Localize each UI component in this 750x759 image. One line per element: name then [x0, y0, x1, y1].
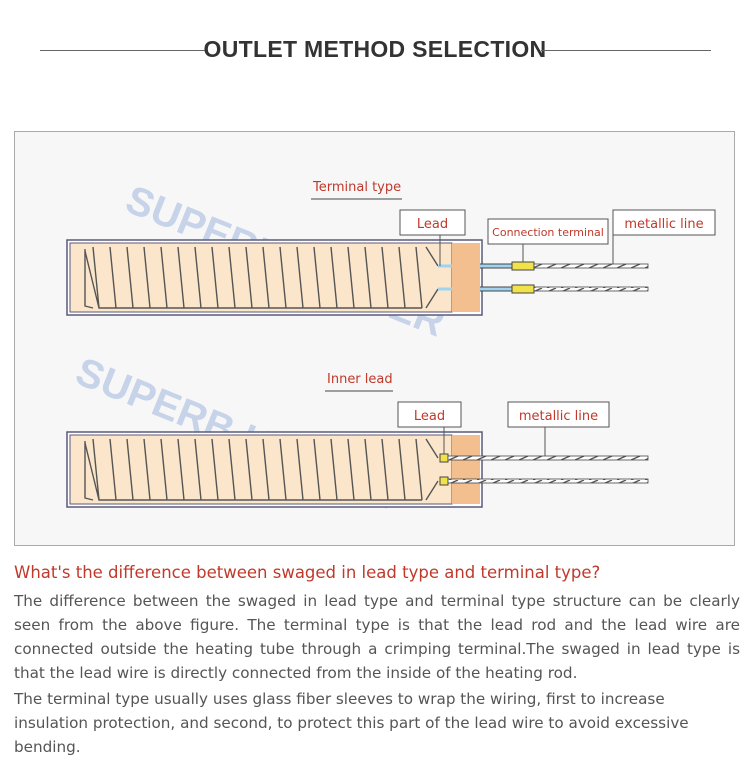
- metallic-wire-lower: [447, 478, 649, 484]
- metallic-callout-label: metallic line: [624, 217, 703, 232]
- page-title: OUTLET METHOD SELECTION: [203, 36, 547, 62]
- metallic-wire-lower: [533, 286, 649, 292]
- header-rule-left: [40, 50, 206, 51]
- explanation-paragraph: The difference between the swaged in lea…: [14, 592, 740, 682]
- question-heading: What's the difference between swaged in …: [14, 563, 601, 582]
- lead-rods-terminal: [480, 263, 512, 292]
- heating-coil: [84, 438, 439, 501]
- terminal-type-title: Terminal type: [312, 180, 401, 195]
- connection-terminal-lower: [511, 284, 535, 294]
- inner-lead-terminal-lower: [439, 476, 449, 486]
- metallic-callout-box: [612, 209, 716, 236]
- metallic-callout-label: metallic line: [519, 409, 598, 424]
- metallic-callout-box: [507, 401, 610, 428]
- connection-callout-label: Connection terminal: [492, 226, 604, 239]
- heater-tube-inner-lead: [66, 431, 483, 508]
- connection-terminal-upper: [511, 261, 535, 271]
- lead-callout-box: [399, 209, 466, 236]
- inner-lead-title: Inner lead: [327, 372, 393, 387]
- metallic-wire-upper: [533, 263, 649, 269]
- connection-callout-box: [487, 218, 609, 245]
- inner-lead-terminal-upper: [439, 453, 449, 463]
- heater-tube-terminal: [66, 239, 483, 316]
- header-rule-right: [541, 50, 711, 51]
- lead-callout-label: Lead: [417, 217, 448, 232]
- heater-diagram: SUPERB HEATER SUPERB HEATER Terminal typ…: [66, 178, 716, 517]
- metallic-wire-upper: [447, 455, 649, 461]
- explanation-paragraph: The terminal type usually uses glass fib…: [14, 690, 689, 756]
- diagram-panel: SUPERB HEATER SUPERB HEATER Terminal typ…: [14, 131, 735, 546]
- lead-callout-label: Lead: [414, 409, 445, 424]
- heating-coil: [84, 246, 439, 309]
- lead-callout-box: [397, 401, 462, 428]
